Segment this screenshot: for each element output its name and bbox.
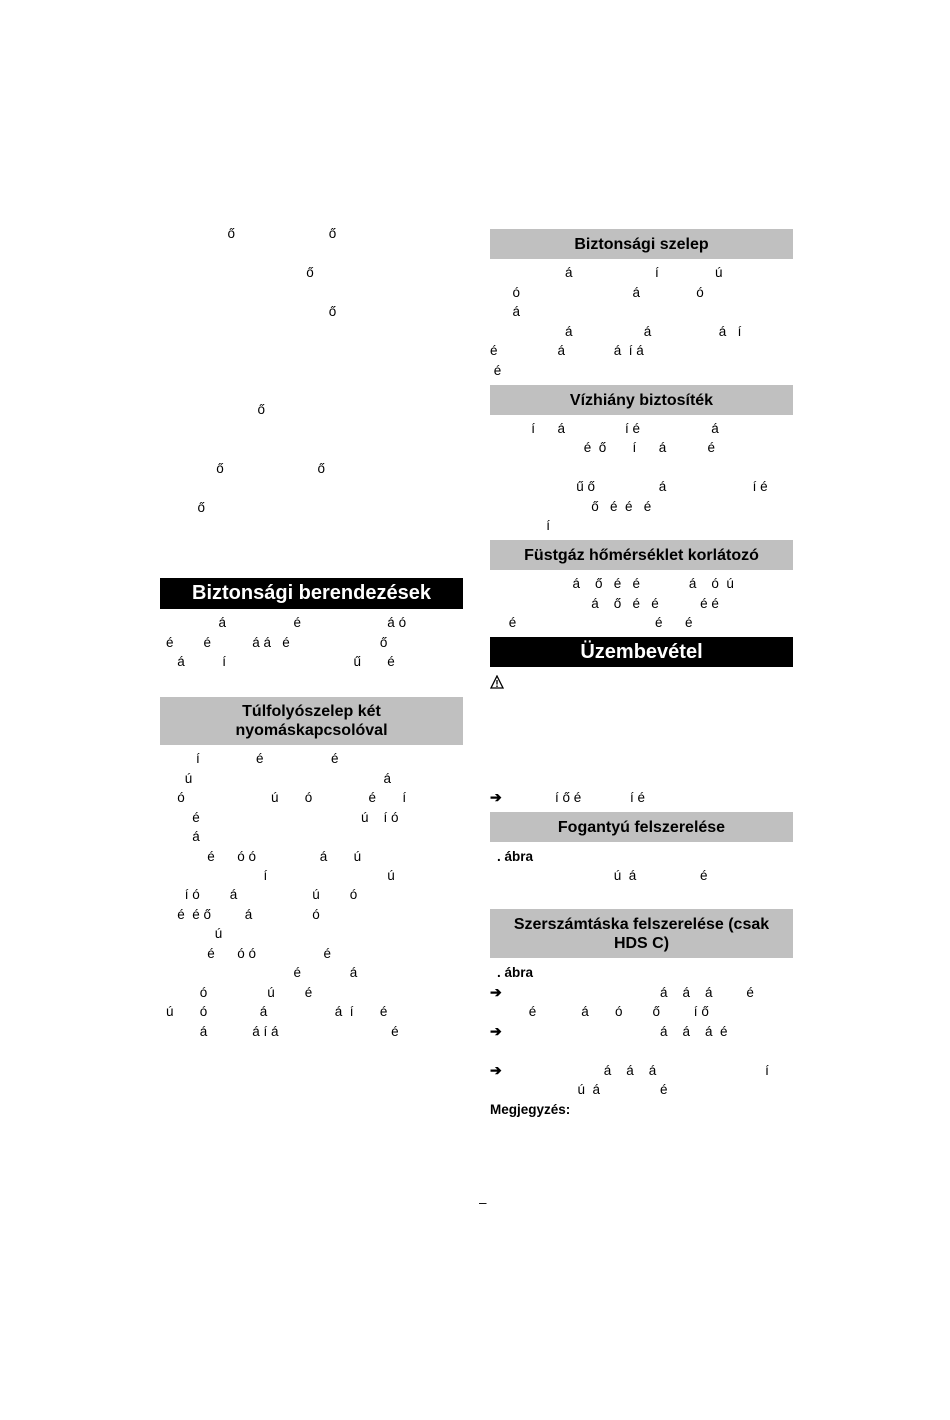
figure-label: . ábra xyxy=(497,965,534,980)
paragraph-line: é á á í á xyxy=(490,343,644,358)
left-top-line: ő xyxy=(160,500,206,515)
paragraph-line: á í ú xyxy=(490,265,723,280)
section-title-line: HDS C) xyxy=(613,934,670,952)
paragraph-line: í é é xyxy=(166,751,339,766)
left-top-line: ő xyxy=(160,304,337,319)
paragraph-line: é ó ó á ú xyxy=(166,849,362,864)
paragraph-line: á í ű é xyxy=(166,654,395,669)
paragraph-line: ő é é é xyxy=(490,499,652,514)
left-top-line: ő ő xyxy=(160,226,337,241)
step-line: á á á é xyxy=(510,985,754,1000)
section-title-tool-bag: Szerszámtáska felszerelése (csak HDS C) xyxy=(490,909,793,958)
step-line: á á á í xyxy=(510,1063,769,1078)
paragraph-line: é é á á é ő xyxy=(166,635,388,650)
paragraph-line: é xyxy=(490,363,502,378)
section-title-line: nyomáskapcsolóval xyxy=(235,722,388,739)
paragraph-line: é á xyxy=(166,965,358,980)
arrow-right-icon: ➔ xyxy=(490,789,502,805)
note-label: Megjegyzés: xyxy=(490,1102,571,1117)
paragraph-line: é ó ó é xyxy=(166,946,332,961)
paragraph-line: á xyxy=(490,304,521,319)
paragraph-line: ú á é xyxy=(490,868,708,883)
section-title-safety-devices: Biztonsági berendezések xyxy=(160,578,463,609)
section-title-safety-valve: Biztonsági szelep xyxy=(490,229,793,259)
step-line: é á ó ő í ő xyxy=(510,1004,709,1019)
figure-label: . ábra xyxy=(497,849,534,864)
section-title-handle: Fogantyú felszerelése xyxy=(490,812,793,842)
step-line: á á á é xyxy=(510,1024,728,1039)
section-title-flue-gas: Füstgáz hőmérséklet korlátozó xyxy=(490,540,793,570)
paragraph-line: í xyxy=(490,518,551,533)
paragraph-line: ű ő á í é xyxy=(490,479,768,494)
warning-triangle-icon xyxy=(490,675,504,689)
left-top-line: ő xyxy=(160,402,266,417)
paragraph-line: á é á ó xyxy=(166,615,407,630)
paragraph-line: á ő é é á ó ú xyxy=(490,576,734,591)
paragraph-line: á á í á é xyxy=(166,1024,399,1039)
left-top-line: ő ő xyxy=(160,461,326,476)
arrow-right-icon: ➔ xyxy=(490,1062,502,1078)
section-title-line: Szerszámtáska felszerelése (csak xyxy=(513,915,770,933)
paragraph-line: í ó á ú ó xyxy=(166,887,358,902)
step-line: ú á é xyxy=(510,1082,668,1097)
paragraph-line: é é é xyxy=(490,615,693,630)
arrow-right-icon: ➔ xyxy=(490,1023,502,1039)
paragraph-line: ó ú ó é í xyxy=(166,790,407,805)
paragraph-line: ú ó á á í é xyxy=(166,1004,388,1019)
section-title-line: Túlfolyószelep két xyxy=(242,703,381,720)
paragraph-line: é ő í á é xyxy=(490,440,716,455)
section-title-water-shortage: Vízhiány biztosíték xyxy=(490,385,793,415)
paragraph-line: ú á xyxy=(166,771,392,786)
paragraph-line: ó á ó xyxy=(490,285,704,300)
paragraph-line: á ő é é é é xyxy=(490,596,719,611)
paragraph-line: ó ú é xyxy=(166,985,313,1000)
section-title-overflow-valve: Túlfolyószelep két nyomáskapcsolóval xyxy=(160,697,463,745)
paragraph-line: é ú í ó xyxy=(166,810,399,825)
section-title-commissioning: Üzembevétel xyxy=(490,637,793,667)
paragraph-line: ú xyxy=(166,926,223,941)
step-line: í ő é í é xyxy=(510,790,646,805)
paragraph-line: á á á í xyxy=(490,324,742,339)
paragraph-line: é é ő á ó xyxy=(166,907,320,922)
paragraph-line: í á í é á xyxy=(490,421,719,436)
arrow-right-icon: ➔ xyxy=(490,984,502,1000)
paragraph-line: á xyxy=(166,829,200,844)
paragraph-line: í ú xyxy=(166,868,395,883)
left-top-line: ő xyxy=(160,265,314,280)
page-marker: – xyxy=(479,1195,487,1210)
